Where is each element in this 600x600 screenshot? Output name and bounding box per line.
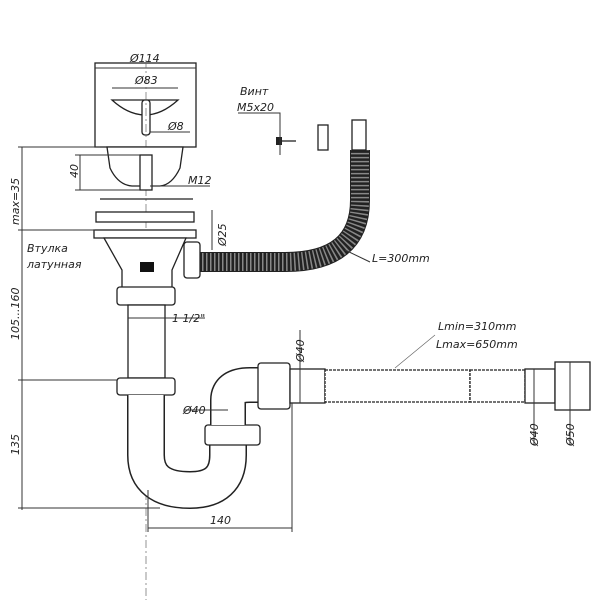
bushing-label: Втулка	[27, 242, 68, 255]
overflow-hose	[198, 150, 370, 272]
lower-nut	[116, 377, 176, 396]
dim-pipe-thread: 1 1/2"	[172, 312, 205, 325]
hose-end-socket	[554, 361, 591, 411]
dim-hose-outer: Ø50	[564, 423, 577, 447]
flex-hose-section-2	[469, 369, 526, 403]
overflow-nut	[183, 241, 201, 279]
overflow-cover	[317, 124, 329, 151]
washer	[95, 211, 195, 223]
bushing-material: латунная	[26, 258, 82, 271]
trap-outlet	[211, 368, 265, 425]
brass-bushing	[140, 262, 154, 272]
stem	[139, 154, 153, 191]
screw-icon	[238, 112, 296, 155]
flange	[93, 229, 197, 239]
upper-nut	[116, 286, 176, 306]
tail-pipe	[127, 304, 166, 379]
dim-overflow: Ø25	[216, 223, 229, 247]
screw-label: Винт	[240, 85, 269, 98]
u-trap	[128, 395, 246, 508]
dim-strainer-inner: Ø83	[134, 74, 158, 87]
flex-hose-section	[324, 369, 471, 403]
hose-cuff	[289, 368, 326, 404]
trap-nut	[204, 424, 261, 446]
overflow-grille	[351, 119, 367, 151]
hose-lmax: Lmax=650mm	[436, 338, 518, 351]
hose-end-fitting	[524, 368, 556, 404]
outlet-nut	[257, 362, 291, 410]
overflow-hose-length: L=300mm	[372, 252, 430, 265]
screw-size: M5x20	[237, 101, 274, 114]
dim-outlet: Ø40	[294, 339, 307, 363]
dim-strainer-outer: Ø114	[129, 52, 160, 65]
dim-horizontal: 140	[210, 514, 231, 527]
hose-lmin: Lmin=310mm	[438, 320, 517, 333]
dim-trap: 135	[9, 434, 22, 455]
dim-trap-diameter: Ø40	[182, 404, 206, 417]
strainer	[94, 60, 197, 600]
dim-adjust: 105...160	[9, 288, 22, 340]
dim-stem-height: 40	[68, 164, 81, 178]
dim-hose-inner: Ø40	[528, 423, 541, 447]
dim-thread: M12	[188, 174, 212, 187]
dim-max: max=35	[9, 178, 22, 225]
dim-pin: Ø8	[167, 120, 184, 133]
